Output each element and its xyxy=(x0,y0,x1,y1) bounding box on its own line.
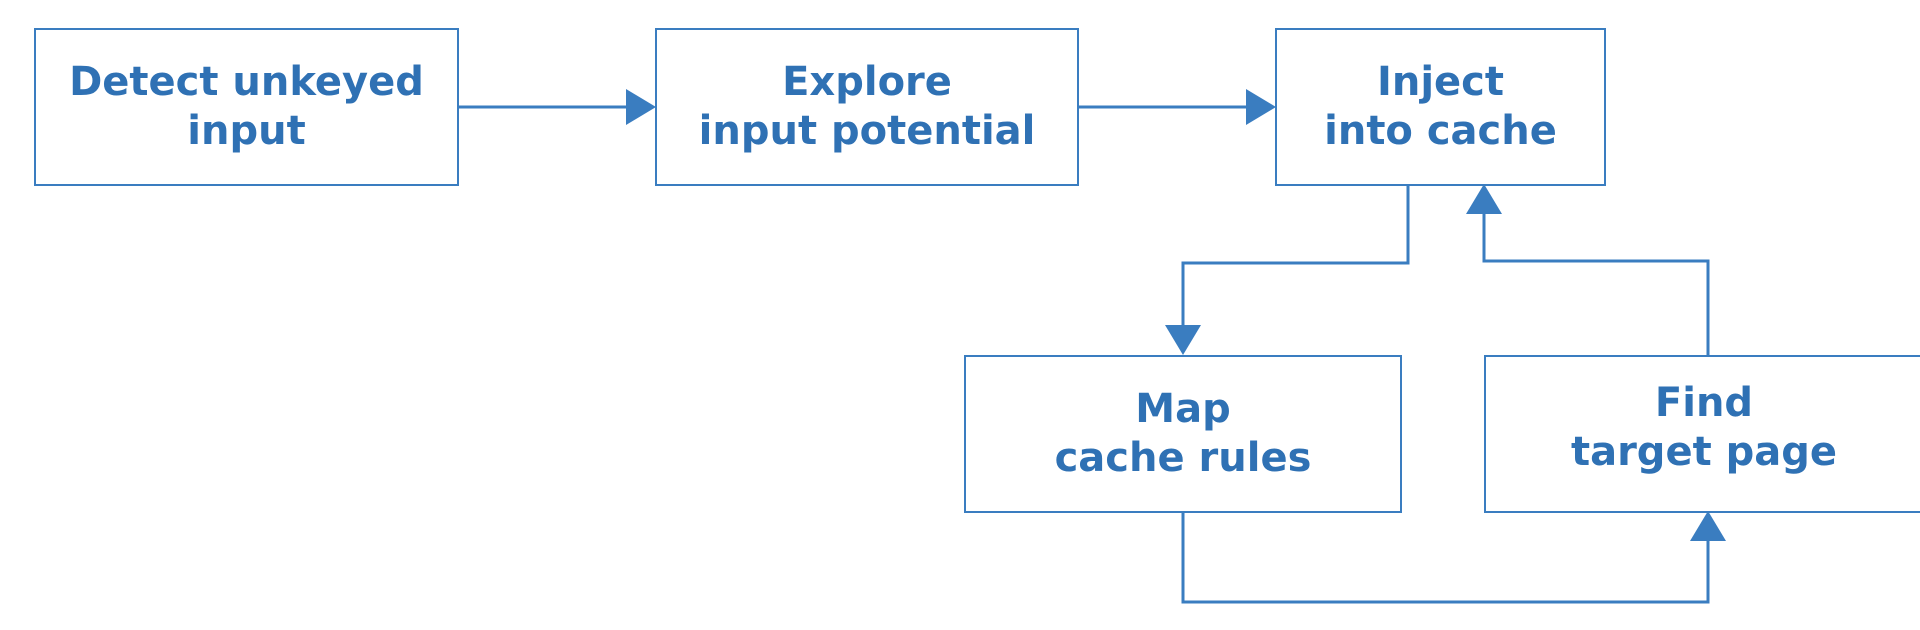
arrowhead-explore xyxy=(626,89,656,125)
arrowhead-inject-bottom xyxy=(1466,184,1502,214)
arrowhead-map xyxy=(1165,325,1201,355)
arrow-find-to-inject xyxy=(1482,214,1710,355)
node-label-line: into cache xyxy=(1324,108,1557,154)
node-label-line: target page xyxy=(1570,429,1838,475)
arrow-inject-to-map xyxy=(1181,186,1410,326)
arrowhead-find xyxy=(1690,511,1726,541)
node-label-line: Map xyxy=(1135,386,1231,432)
node-map-cache-rules: Map cache rules xyxy=(964,355,1402,513)
node-find-target-page: Find target page xyxy=(1484,355,1920,513)
arrowhead-inject xyxy=(1246,89,1276,125)
node-explore-input-potential: Explore input potential xyxy=(655,28,1079,186)
node-label-line: Find xyxy=(1654,380,1754,426)
node-label-line: Inject xyxy=(1376,59,1505,105)
node-label-line: Detect unkeyed xyxy=(69,59,424,105)
node-inject-into-cache: Inject into cache xyxy=(1275,28,1606,186)
node-detect-unkeyed-input: Detect unkeyed input xyxy=(34,28,459,186)
node-label-line: cache rules xyxy=(1054,435,1312,481)
node-label-line: Explore xyxy=(782,59,952,105)
node-label-line: input xyxy=(187,108,306,154)
arrow-map-to-find xyxy=(1181,513,1710,604)
node-label-line: input potential xyxy=(698,108,1036,154)
